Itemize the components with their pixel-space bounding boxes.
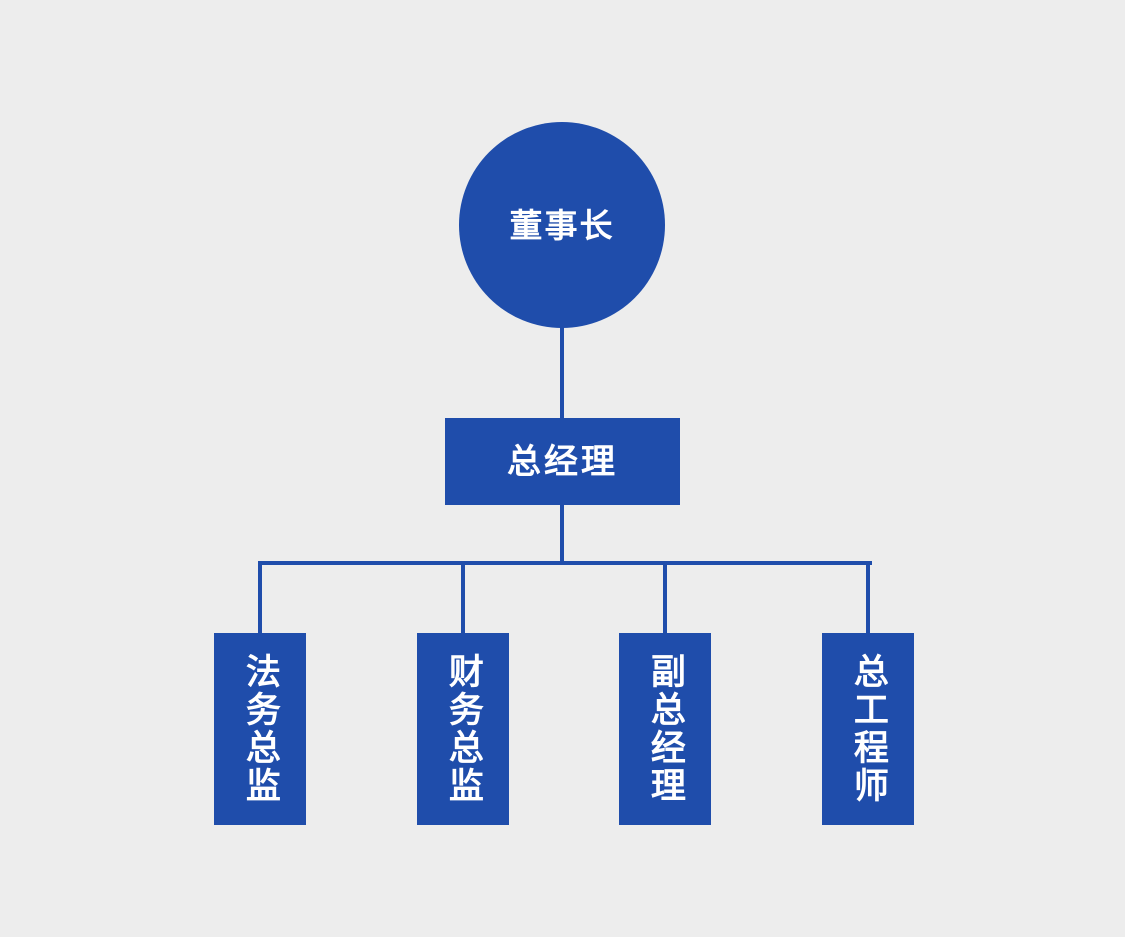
edge-chairman-to-general-manager xyxy=(560,327,564,419)
node-chairman-label: 董事长 xyxy=(509,206,615,244)
node-general-manager-label: 总经理 xyxy=(507,442,618,481)
node-chief-engineer[interactable]: 总工程师 xyxy=(822,633,914,825)
edge-general-manager-stem xyxy=(560,504,564,565)
edge-drop-legal-director xyxy=(258,561,262,635)
node-legal-director[interactable]: 法务总监 xyxy=(214,633,306,825)
edge-horizontal-bus xyxy=(259,561,872,565)
node-deputy-general-manager-label: 副总经理 xyxy=(645,653,685,805)
edge-drop-chief-engineer xyxy=(866,561,870,635)
node-deputy-general-manager[interactable]: 副总经理 xyxy=(619,633,711,825)
node-legal-director-label: 法务总监 xyxy=(240,653,280,805)
edge-drop-deputy-general-manager xyxy=(663,561,667,635)
node-general-manager[interactable]: 总经理 xyxy=(445,418,680,505)
node-chairman[interactable]: 董事长 xyxy=(459,122,665,328)
node-chief-engineer-label: 总工程师 xyxy=(848,653,888,805)
node-finance-director-label: 财务总监 xyxy=(443,653,483,805)
node-finance-director[interactable]: 财务总监 xyxy=(417,633,509,825)
edge-drop-finance-director xyxy=(461,561,465,635)
